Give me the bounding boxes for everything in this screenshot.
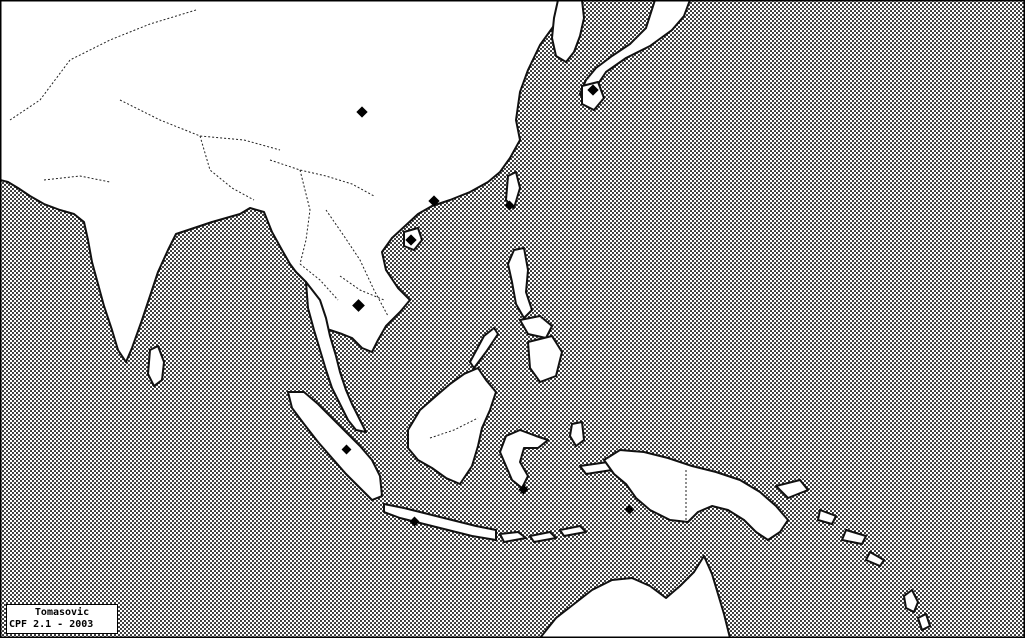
landmass-mindanao [527, 335, 563, 383]
landmass-borneo [407, 367, 497, 485]
marker-java [409, 516, 420, 527]
landmass-sulawesi [499, 429, 549, 489]
landmass-taiwan [505, 171, 521, 209]
marker-sulawesi [518, 484, 529, 495]
marker-cambodia [352, 299, 365, 312]
country-borders [9, 9, 687, 520]
landmass-halmahera [569, 421, 585, 447]
marker-new-guinea-south [624, 504, 635, 515]
landmass-visayas [519, 315, 553, 339]
landmass-palawan [469, 327, 499, 369]
landmass-korea [551, 0, 585, 63]
landmass-new-britain [775, 479, 809, 499]
landmass-kyushu [581, 81, 605, 111]
landmass-luzon [507, 247, 533, 319]
landmass-java [383, 503, 497, 541]
landmass-new-guinea [603, 449, 789, 541]
marker-south-china [428, 195, 440, 207]
landmass-malay-peninsula [305, 281, 367, 433]
landmass-sri-lanka [147, 345, 165, 387]
credit-version: CPF 2.1 - 2003 [9, 619, 94, 630]
landmass-sumatra [287, 391, 383, 501]
credit-author: Tomasovic [34, 607, 90, 618]
landmass-lesser-sunda [499, 525, 587, 543]
marker-hainan [405, 234, 417, 246]
marker-taiwan [504, 200, 515, 211]
landmass-vanuatu [903, 589, 931, 631]
marker-sumatra [341, 444, 352, 455]
credit-box: Tomasovic CPF 2.1 - 2003 [6, 604, 118, 634]
landmass-australia [539, 555, 731, 638]
landmass-solomon-islands [817, 509, 885, 567]
landmass-mainland-asia [0, 0, 561, 363]
